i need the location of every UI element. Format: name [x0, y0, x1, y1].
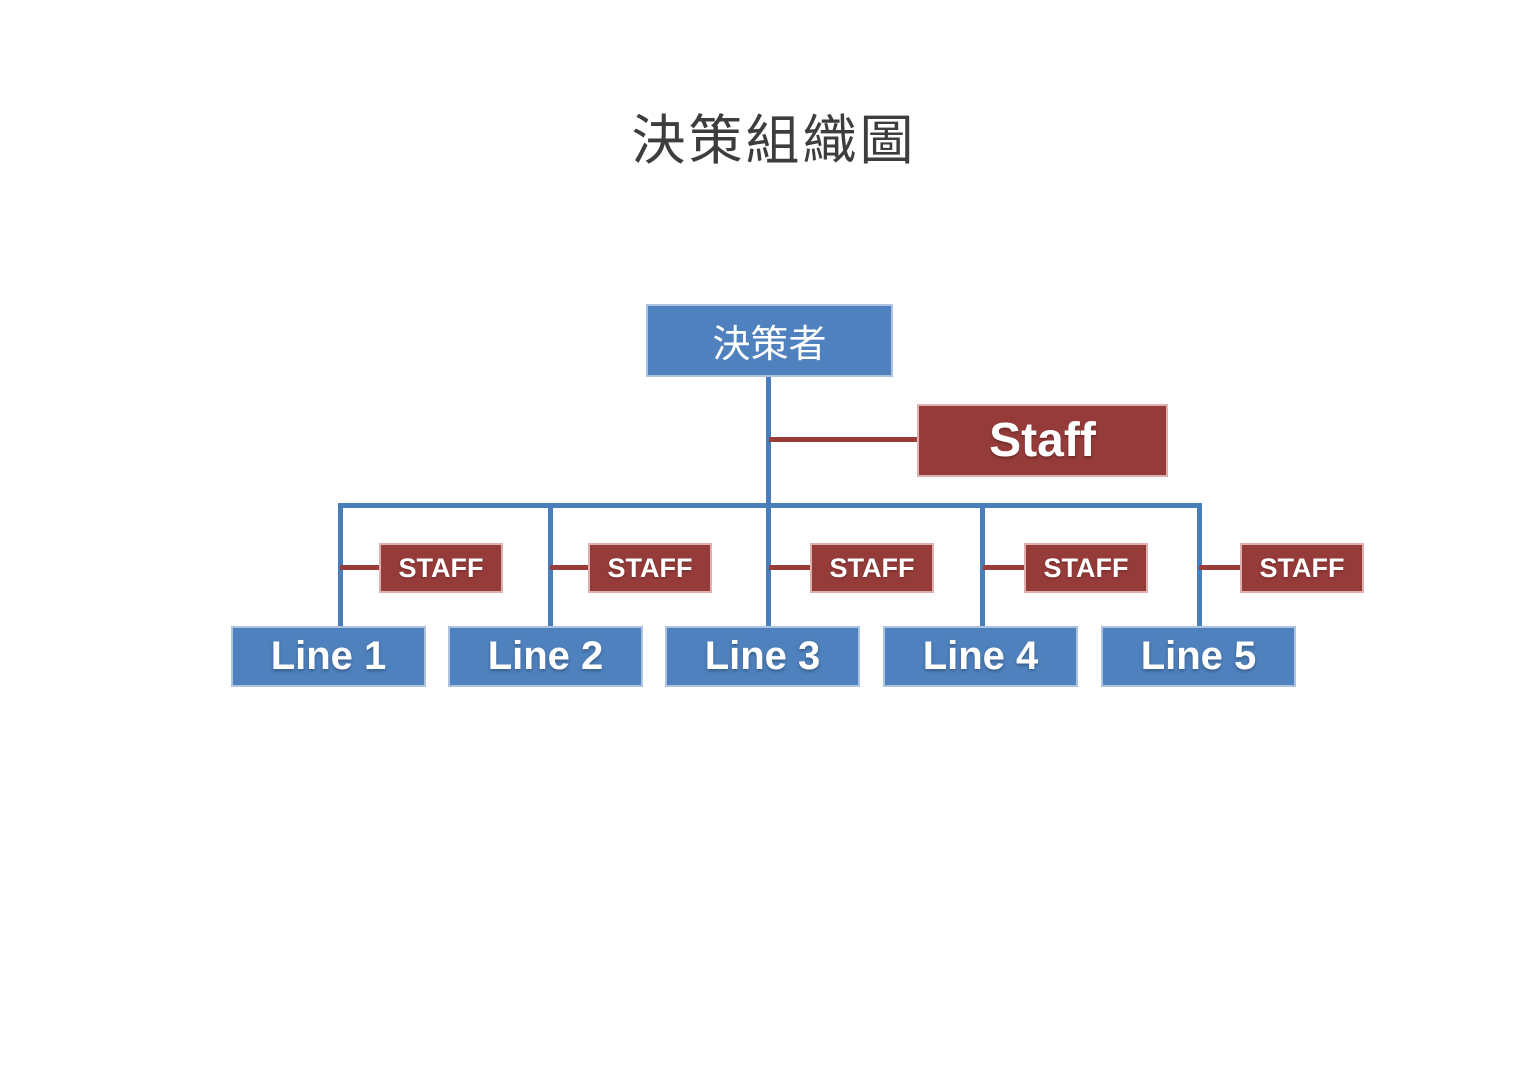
node-line-4: Line 4: [883, 626, 1078, 687]
node-staff-2: STAFF: [588, 543, 712, 593]
node-staff-main-label: Staff: [989, 414, 1096, 467]
connector-main-horizontal: [338, 503, 1202, 508]
connector-line4-vertical: [980, 503, 985, 628]
node-staff-3-label: STAFF: [829, 552, 915, 583]
connector-staff1: [340, 565, 382, 570]
node-decision-maker: 決策者: [646, 304, 893, 377]
node-staff-3: STAFF: [810, 543, 934, 593]
node-line-4-label: Line 4: [922, 634, 1039, 678]
node-staff-1-label: STAFF: [398, 552, 484, 583]
node-staff-4: STAFF: [1024, 543, 1148, 593]
connector-root-vertical: [766, 375, 771, 628]
node-decision-maker-label: 決策者: [712, 324, 827, 366]
node-staff-5: STAFF: [1240, 543, 1364, 593]
chart-title: 決策組織圖: [631, 111, 917, 171]
node-staff-5-label: STAFF: [1259, 552, 1345, 583]
node-line-3-label: Line 3: [704, 634, 821, 678]
node-staff-main: Staff: [917, 404, 1168, 477]
node-line-5-label: Line 5: [1140, 634, 1257, 678]
connector-staff4: [983, 565, 1027, 570]
node-staff-4-label: STAFF: [1043, 552, 1129, 583]
node-staff-1: STAFF: [379, 543, 503, 593]
node-line-2-label: Line 2: [487, 634, 604, 678]
node-line-2: Line 2: [448, 626, 643, 687]
node-line-1-label: Line 1: [270, 634, 387, 678]
connector-staff-main: [769, 437, 919, 442]
connector-staff5: [1199, 565, 1243, 570]
connector-staff3: [769, 565, 813, 570]
node-line-5: Line 5: [1101, 626, 1296, 687]
node-line-3: Line 3: [665, 626, 860, 687]
node-line-1: Line 1: [231, 626, 426, 687]
connector-staff2: [550, 565, 592, 570]
node-staff-2-label: STAFF: [607, 552, 693, 583]
